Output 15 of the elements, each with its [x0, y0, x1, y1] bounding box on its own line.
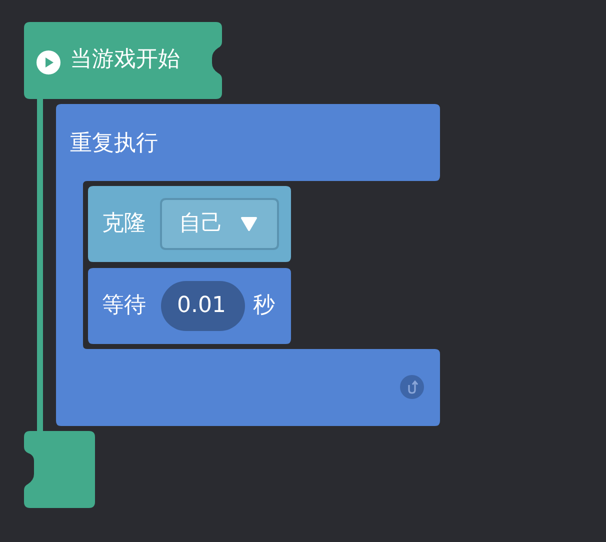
block-label: 自己: [179, 211, 223, 237]
block-label: 秒: [253, 293, 275, 319]
clone-block: [88, 186, 291, 262]
wait-block: [88, 268, 291, 344]
end-cap-block: [24, 431, 95, 508]
block-label: 等待: [102, 293, 146, 319]
number-field: [161, 281, 245, 331]
stack-line: [37, 99, 43, 431]
hat-block: [24, 22, 222, 99]
block-label: 重复执行: [70, 131, 158, 157]
loop-block: [56, 104, 440, 426]
block-label: 0.01: [177, 293, 226, 319]
block-label: 当游戏开始: [70, 47, 180, 73]
block-label: 克隆: [102, 211, 146, 237]
dropdown-field: [160, 198, 279, 250]
